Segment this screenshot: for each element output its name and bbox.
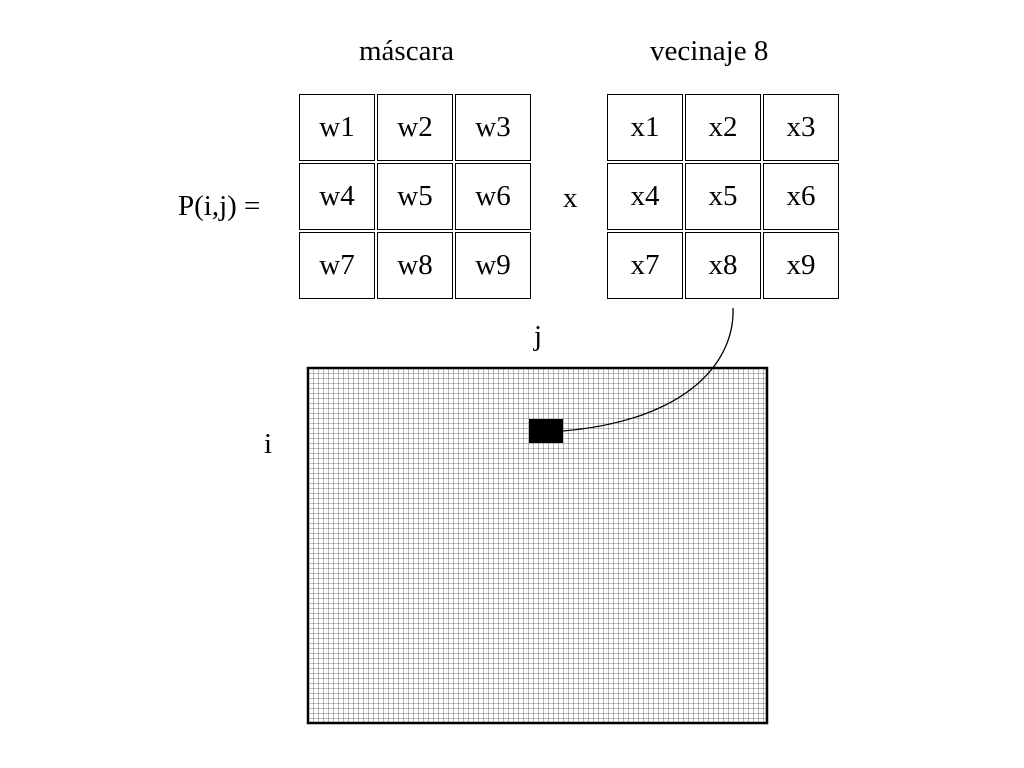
neighborhood-cell: x9 xyxy=(763,232,839,299)
image-pixel-grid xyxy=(308,368,767,723)
mask-cell: w2 xyxy=(377,94,453,161)
multiply-operator: x xyxy=(563,182,578,214)
neighborhood-cell: x6 xyxy=(763,163,839,230)
equation-lhs: P(i,j) = xyxy=(178,190,261,222)
mask-cell: w7 xyxy=(299,232,375,299)
column-index-label: j xyxy=(534,320,543,352)
highlighted-pixel-block xyxy=(529,419,563,443)
neighborhood-cell: x3 xyxy=(763,94,839,161)
mask-cell: w5 xyxy=(377,163,453,230)
neighborhood-cell: x7 xyxy=(607,232,683,299)
mask-cell: w8 xyxy=(377,232,453,299)
connector-curve xyxy=(562,307,734,432)
mask-cell: w6 xyxy=(455,163,531,230)
image-pixel-grid-lines xyxy=(308,368,767,723)
mask-cell: w3 xyxy=(455,94,531,161)
mask-cell: w4 xyxy=(299,163,375,230)
mask-cell: w1 xyxy=(299,94,375,161)
row-index-label: i xyxy=(264,428,273,460)
neighborhood-cell: x1 xyxy=(607,94,683,161)
mask-title: máscara xyxy=(359,35,454,67)
mask-grid: w1 w2 w3 w4 w5 w6 w7 w8 w9 xyxy=(299,94,531,299)
neighborhood-title: vecinaje 8 xyxy=(650,35,769,67)
neighborhood-cell: x2 xyxy=(685,94,761,161)
mask-cell: w9 xyxy=(455,232,531,299)
image-border xyxy=(306,366,769,725)
neighborhood-cell: x8 xyxy=(685,232,761,299)
neighborhood-cell: x5 xyxy=(685,163,761,230)
neighborhood-cell: x4 xyxy=(607,163,683,230)
neighborhood-grid: x1 x2 x3 x4 x5 x6 x7 x8 x9 xyxy=(607,94,839,299)
